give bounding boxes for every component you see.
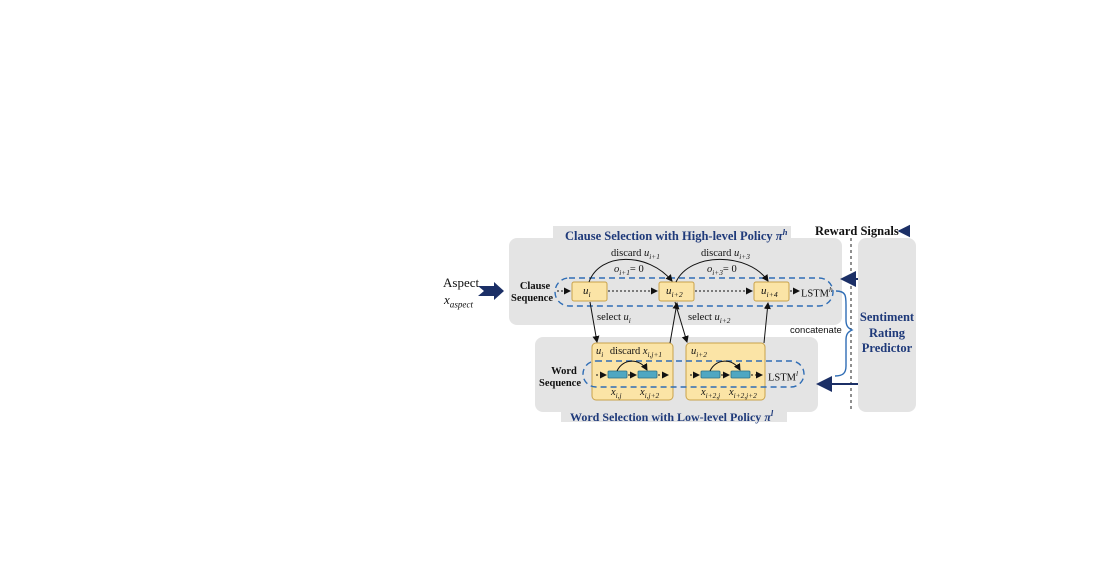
clause-node-label-1: ui bbox=[583, 285, 591, 300]
lstm-low-label: LSTMl bbox=[768, 369, 799, 384]
word-box-1-w2: xi,j+2 bbox=[640, 387, 660, 401]
word-box-2-w2: xi+2,j+2 bbox=[729, 387, 757, 401]
o-label-2: oi+3= 0 bbox=[707, 264, 737, 278]
word-bar-2a bbox=[700, 370, 721, 379]
discard-label-2: discard ui+3 bbox=[701, 248, 750, 262]
select-label-2: select ui+2 bbox=[688, 312, 731, 326]
word-sequence-oval bbox=[582, 360, 805, 388]
low-level-title-bar bbox=[561, 408, 787, 422]
clause-node-label-3: ui+4 bbox=[761, 285, 778, 300]
skip-arc-1 bbox=[588, 259, 673, 283]
clause-sequence-label: Clause Sequence bbox=[511, 281, 553, 305]
word-box-2-w1: xi+2,j bbox=[701, 387, 721, 401]
word-box-1-w1: xi,j bbox=[611, 387, 622, 401]
word-sequence-label: Word Sequence bbox=[539, 366, 581, 390]
concatenate-label: concatenate bbox=[790, 325, 842, 336]
lstm-high-label: LSTMh bbox=[801, 285, 833, 300]
word-bar-2b bbox=[730, 370, 751, 379]
select-label-1: select ui bbox=[597, 312, 631, 326]
return-arrow-1 bbox=[669, 302, 680, 344]
aspect-label: Aspect bbox=[443, 275, 480, 290]
discard-label-1: discard ui+1 bbox=[611, 248, 660, 262]
predictor-panel bbox=[858, 238, 916, 412]
sentiment-rating-predictor: Sentiment Rating Predictor bbox=[859, 310, 915, 356]
concatenate-brace bbox=[834, 290, 854, 377]
clause-node-3 bbox=[753, 281, 790, 302]
clause-sequence-oval bbox=[554, 277, 834, 307]
high-level-title: Clause Selection with High-level Policy … bbox=[565, 227, 788, 244]
select-arrow-1 bbox=[589, 301, 600, 343]
word-skip-arc-1 bbox=[616, 360, 648, 372]
aspect-variable: xaspect bbox=[444, 292, 474, 310]
reward-signals-label: Reward Signals bbox=[815, 224, 899, 238]
skip-arc-2 bbox=[675, 258, 769, 283]
return-arrow-2 bbox=[763, 302, 771, 344]
aspect-arrow-icon bbox=[478, 282, 504, 300]
word-bar-1b bbox=[637, 370, 658, 379]
clause-node-label-2: ui+2 bbox=[666, 285, 683, 300]
high-level-title-bar bbox=[553, 226, 791, 241]
word-box-1-header: ui discard xi,j+1 bbox=[596, 346, 663, 360]
low-level-title: Word Selection with Low-level Policy πl bbox=[570, 409, 774, 424]
word-box-2-header: ui+2 bbox=[691, 346, 707, 360]
word-bar-1a bbox=[607, 370, 628, 379]
o-label-1: oi+1= 0 bbox=[614, 264, 644, 278]
word-skip-arc-2 bbox=[709, 360, 741, 372]
